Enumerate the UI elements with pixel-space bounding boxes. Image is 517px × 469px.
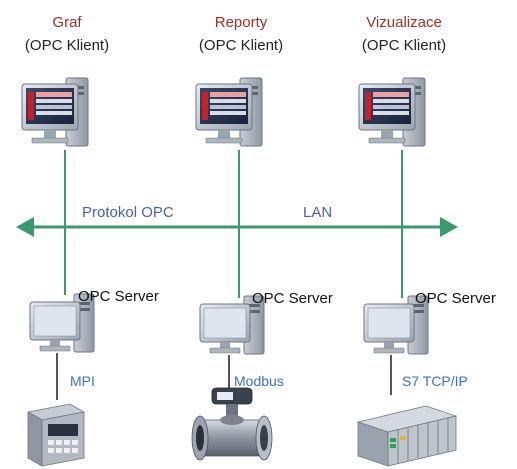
server-1-protocol: MPI (70, 373, 95, 389)
client-workstation-icon (21, 77, 89, 147)
server-2-label: OPC Server (252, 290, 333, 307)
client-1-role: (OPC Klient) (24, 37, 110, 54)
server-computer-icon (363, 295, 429, 355)
plc-controller-icon (26, 403, 86, 467)
client-1-name: Graf (52, 14, 82, 31)
server-1-label: OPC Server (78, 288, 159, 305)
flowmeter-icon (191, 387, 273, 461)
client-2-role: (OPC Klient) (198, 37, 284, 54)
client-workstation-icon (195, 77, 263, 147)
client-3-role: (OPC Klient) (361, 37, 447, 54)
server-computer-icon (29, 293, 95, 353)
protocol-label: Protokol OPC (82, 204, 174, 221)
rack-plc-icon (356, 405, 458, 467)
server-3-label: OPC Server (415, 290, 496, 307)
lan-label: LAN (303, 204, 333, 221)
client-3-name: Vizualizace (366, 14, 442, 31)
server-computer-icon (199, 295, 265, 355)
lan-arrow (16, 217, 458, 237)
server-3-protocol: S7 TCP/IP (402, 373, 468, 389)
client-workstation-icon (358, 77, 426, 147)
client-2-name: Reporty (214, 14, 268, 31)
server-2-protocol: Modbus (234, 373, 284, 389)
